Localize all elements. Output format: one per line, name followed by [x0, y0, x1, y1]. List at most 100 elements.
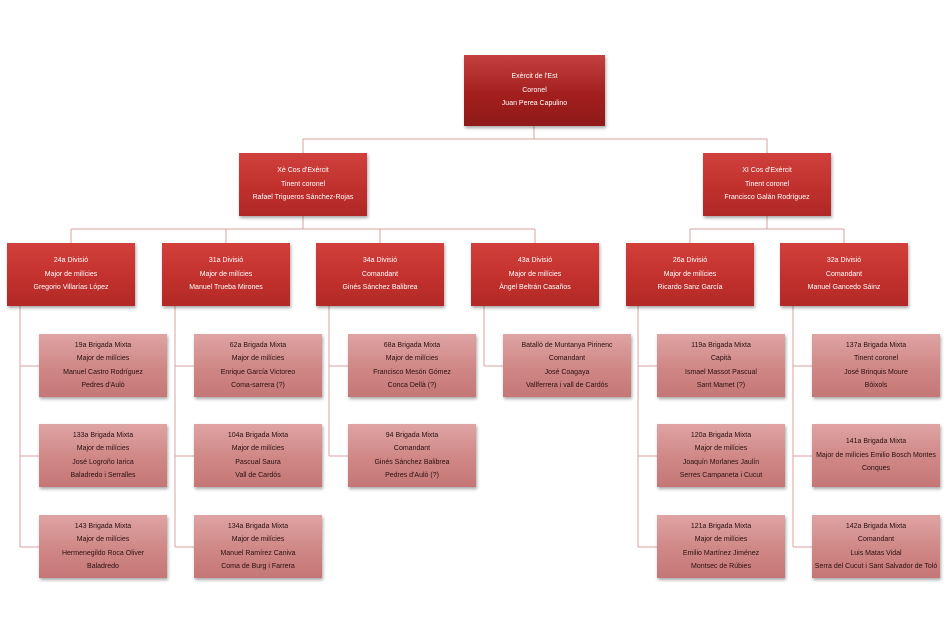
node-line: 94 Brigada Mixta: [385, 431, 439, 439]
division-node-26a: 26a Divisió Major de milícies Ricardo Sa…: [626, 243, 754, 306]
node-line: Enrique García Victoreo: [220, 368, 296, 376]
unit-node-120a-bm: 120a Brigada Mixta Major de milícies Joa…: [657, 424, 785, 487]
node-line: Major de milícies: [76, 445, 130, 452]
node-line: 31a Divisió: [208, 257, 244, 265]
division-node-24a: 24a Divisió Major de milícies Gregorio V…: [7, 243, 135, 306]
node-line: Bòixols: [864, 382, 888, 389]
node-line: 133a Brigada Mixta: [72, 431, 134, 439]
node-line: Tinent coronel: [280, 180, 326, 188]
node-line: 141a Brigada Mixta: [845, 438, 907, 446]
node-line: Major de milícies: [76, 355, 130, 362]
node-line: José Logroño Iarica: [72, 458, 134, 466]
node-line: 34a Divisió: [362, 257, 398, 265]
node-line: Manuel Trueba Mirones: [189, 284, 263, 292]
unit-node-133a-bm: 133a Brigada Mixta Major de milícies Jos…: [39, 424, 167, 487]
node-line: Francisco Mesón Gómez: [373, 368, 451, 376]
node-line: Xè Cos d'Exèrcit: [277, 167, 329, 175]
node-line: Francisco Galán Rodríguez: [724, 194, 810, 202]
node-line: Coma de Burg i Farrera: [221, 563, 295, 570]
division-node-31a: 31a Divisió Major de milícies Manuel Tru…: [162, 243, 290, 306]
node-line: 142a Brigada Mixta: [845, 522, 907, 530]
unit-node-134a-bm: 134a Brigada Mixta Major de milícies Man…: [194, 515, 322, 578]
node-line: Manuel Ramírez Caniva: [220, 549, 296, 557]
unit-node-143-bm: 143 Brigada Mixta Major de milícies Herm…: [39, 515, 167, 578]
node-line: 121a Brigada Mixta: [690, 522, 752, 530]
node-line: Gregorio Villarías López: [33, 284, 109, 292]
node-line: Major de milícies: [694, 445, 748, 452]
node-line: Major de milícies: [508, 270, 562, 278]
node-line: Comandant: [548, 355, 586, 362]
node-line: Major de milícies: [694, 536, 748, 543]
node-line: Major de milícies: [231, 445, 285, 452]
node-line: Ginés Sánchez Balibrea: [374, 458, 450, 466]
unit-node-19a-bm: 19a Brigada Mixta Major de milícies Manu…: [39, 334, 167, 397]
node-line: Montsec de Rúbies: [691, 563, 751, 570]
unit-node-119a-bm: 119a Brigada Mixta Capità Ismael Massot …: [657, 334, 785, 397]
node-line: 26a Divisió: [672, 257, 708, 265]
division-node-34a: 34a Divisió Comandant Ginés Sánchez Bali…: [316, 243, 444, 306]
node-line: Baladredo: [87, 563, 119, 570]
node-line: Ismael Massot Pascual: [685, 368, 757, 376]
node-line: Major de milícies: [199, 270, 253, 278]
node-line: Capità: [710, 355, 732, 362]
node-line: Major de milícies: [231, 355, 285, 362]
node-line: Major de milícies Emilio Bosch Montes: [816, 451, 936, 459]
unit-node-62a-bm: 62a Brigada Mixta Major de milícies Enri…: [194, 334, 322, 397]
corps-node-x: Xè Cos d'Exèrcit Tinent coronel Rafael T…: [239, 153, 367, 216]
node-line: Rafael Trigueros Sánchez-Rojas: [252, 194, 354, 202]
node-line: 104a Brigada Mixta: [227, 431, 289, 439]
unit-node-141a-bm: 141a Brigada Mixta Major de milícies Emi…: [812, 424, 940, 487]
corps-node-xi: XI Cos d'Exèrcit Tinent coronel Francisc…: [703, 153, 831, 216]
node-line: Pedres d'Aulò (?): [385, 472, 439, 479]
unit-node-batallo-muntanya: Batalló de Muntanya Pirinenc Comandant J…: [503, 334, 631, 397]
node-line: Major de milícies: [385, 355, 439, 362]
node-line: Conca Dellà (?): [387, 382, 437, 389]
node-line: 143 Brigada Mixta: [74, 522, 132, 530]
node-line: Major de milícies: [44, 270, 98, 278]
node-line: Juan Perea Capulino: [501, 100, 568, 108]
unit-node-121a-bm: 121a Brigada Mixta Major de milícies Emi…: [657, 515, 785, 578]
node-line: 24a Divisió: [53, 257, 89, 265]
node-line: Comandant: [393, 445, 431, 452]
node-line: 119a Brigada Mixta: [691, 341, 751, 349]
node-line: Pascual Saura: [235, 458, 281, 466]
node-line: XI Cos d'Exèrcit: [742, 167, 792, 175]
unit-node-68a-bm: 68a Brigada Mixta Major de milícies Fran…: [348, 334, 476, 397]
node-line: Àngel Beltrán Casaños: [499, 284, 571, 292]
node-line: Coma-sarrera (?): [231, 382, 285, 389]
root-node-exercit-est: Exèrcit de l'Est Coronel Juan Perea Capu…: [464, 55, 605, 126]
unit-node-94-bm: 94 Brigada Mixta Comandant Ginés Sánchez…: [348, 424, 476, 487]
node-line: Joaquín Morlanes Jaulín: [682, 458, 760, 466]
node-line: Coronel: [522, 86, 547, 94]
node-line: Major de milícies: [663, 270, 717, 278]
division-node-43a: 43a Divisió Major de milícies Àngel Belt…: [471, 243, 599, 306]
node-line: Hermenegildo Roca Oliver: [61, 549, 145, 557]
node-line: Luis Matas Vidal: [850, 549, 902, 557]
node-line: Comandant: [361, 270, 399, 278]
node-line: Ginés Sánchez Balibrea: [342, 284, 418, 292]
node-line: Exèrcit de l'Est: [511, 73, 558, 81]
node-line: Ricardo Sanz García: [657, 284, 723, 292]
node-line: José Brinquis Moure: [844, 368, 908, 376]
node-line: José Coagaya: [544, 368, 590, 376]
node-line: Baladredo i Serralles: [70, 472, 136, 479]
node-line: Sant Mamet (?): [696, 382, 746, 389]
node-line: Manuel Castro Rodríguez: [63, 368, 143, 376]
node-line: 19a Brigada Mixta: [74, 341, 132, 349]
node-line: 68a Brigada Mixta: [383, 341, 441, 349]
node-line: 137a Brigada Mixta: [845, 341, 907, 349]
node-line: Serra del Cucut i Sant Salvador de Toló: [814, 563, 938, 570]
node-line: Vallferrera i vall de Cardós: [526, 382, 608, 389]
node-line: 32a Divisió: [826, 257, 862, 265]
node-line: Major de milícies: [76, 536, 130, 543]
node-line: 134a Brigada Mixta: [227, 522, 289, 530]
node-line: Comandant: [857, 536, 895, 543]
division-node-32a: 32a Divisió Comandant Manuel Gancedo Sái…: [780, 243, 908, 306]
node-line: 120a Brigada Mixta: [690, 431, 752, 439]
unit-node-104a-bm: 104a Brigada Mixta Major de milícies Pas…: [194, 424, 322, 487]
node-line: Major de milícies: [231, 536, 285, 543]
node-line: Vall de Cardós: [235, 472, 281, 479]
node-line: Comandant: [825, 270, 863, 278]
